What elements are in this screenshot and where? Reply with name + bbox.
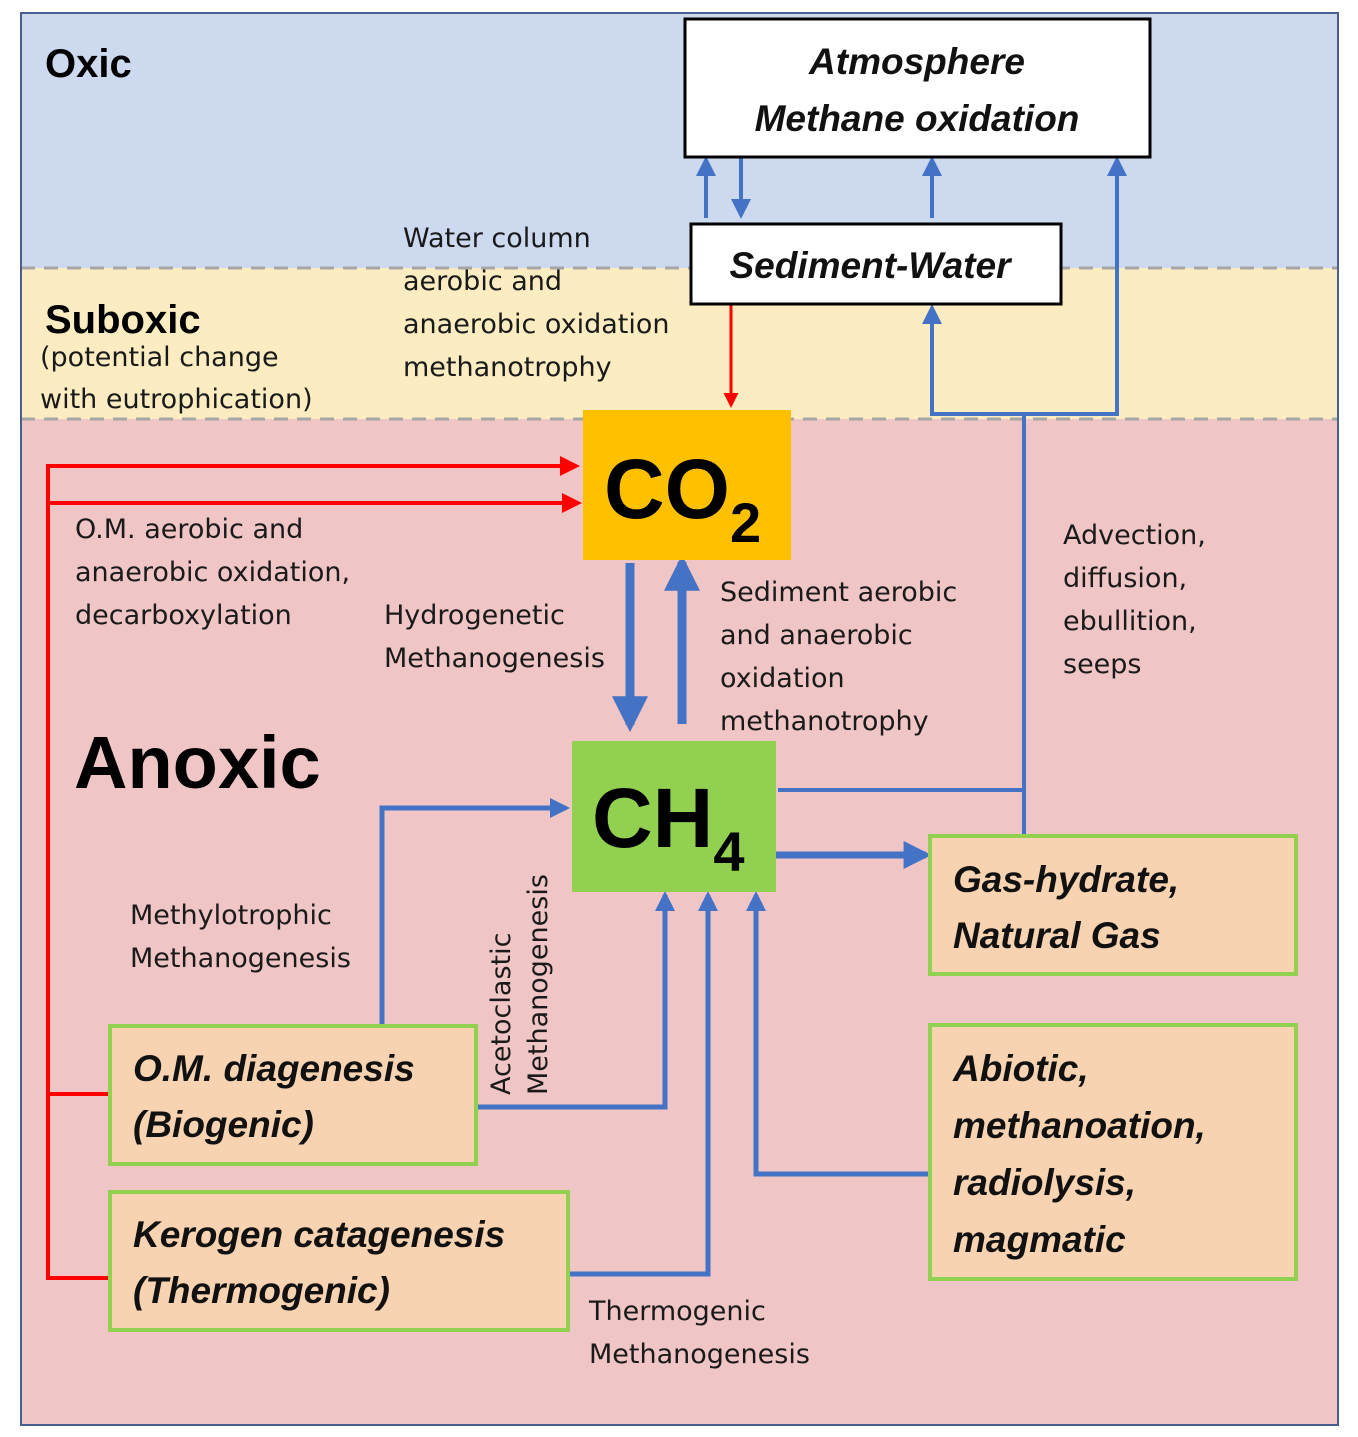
kerogen-label-line1: Kerogen catagenesis — [133, 1214, 505, 1255]
arrow-methylotrophic — [379, 798, 570, 1026]
sediment-water-box: Sediment-Water — [689, 222, 1063, 306]
svg-text:oxidation: oxidation — [720, 663, 845, 694]
svg-text:Thermogenic: Thermogenic — [588, 1296, 766, 1327]
svg-text:Methylotrophic: Methylotrophic — [130, 900, 332, 931]
svg-text:methanotrophy: methanotrophy — [720, 706, 929, 737]
svg-text:anaerobic oxidation,: anaerobic oxidation, — [75, 557, 350, 588]
advection-label: Advection, diffusion, ebullition, seeps — [1063, 520, 1206, 680]
om-oxidation-label: O.M. aerobic and anaerobic oxidation, de… — [75, 514, 350, 631]
svg-text:methanotrophy: methanotrophy — [403, 352, 612, 383]
abiotic-label-line3: radiolysis, — [953, 1162, 1136, 1203]
sediment-oxidation-label: Sediment aerobic and anaerobic oxidation… — [720, 577, 957, 737]
svg-text:Hydrogenetic: Hydrogenetic — [384, 600, 565, 631]
diagram-frame — [20, 12, 1339, 1426]
kerogen-catagenesis-box: Kerogen catagenesis (Thermogenic) — [108, 1190, 570, 1332]
gas-hydrate-box: Gas-hydrate, Natural Gas — [928, 834, 1298, 976]
hydrogenetic-methanogenesis-label: Hydrogenetic Methanogenesis — [384, 600, 605, 674]
co2-label: CO2 — [604, 442, 761, 554]
ch4-box: CH4 — [572, 741, 776, 892]
arrow-thermogenic — [570, 891, 718, 1277]
om-diagenesis-label-line2: (Biogenic) — [133, 1104, 314, 1145]
svg-text:seeps: seeps — [1063, 649, 1142, 680]
methane-oxidation-label: Methane oxidation — [755, 98, 1080, 139]
suboxic-note-line2: with eutrophication) — [40, 384, 313, 415]
svg-text:Acetoclastic: Acetoclastic — [486, 933, 517, 1095]
arrow-advection-to-atmosphere — [1024, 156, 1127, 416]
svg-text:ebullition,: ebullition, — [1063, 606, 1197, 637]
oxic-label: Oxic — [45, 42, 132, 86]
atmosphere-label: Atmosphere — [808, 41, 1025, 82]
abiotic-label-line2: methanoation, — [953, 1105, 1206, 1146]
svg-text:Methanogenesis: Methanogenesis — [130, 943, 351, 974]
atmosphere-box: Atmosphere Methane oxidation — [683, 17, 1152, 159]
anoxic-label: Anoxic — [74, 721, 321, 804]
abiotic-label-line1: Abiotic, — [952, 1048, 1089, 1089]
arrow-abiotic — [746, 891, 930, 1177]
gas-hydrate-label-line1: Gas-hydrate, — [953, 859, 1179, 900]
methylotrophic-methanogenesis-label: Methylotrophic Methanogenesis — [130, 900, 351, 974]
svg-text:anaerobic oxidation: anaerobic oxidation — [403, 309, 669, 340]
co2-box: CO2 — [583, 410, 791, 560]
abiotic-box: Abiotic, methanoation, radiolysis, magma… — [928, 1023, 1298, 1281]
svg-text:Methanogenesis: Methanogenesis — [523, 874, 554, 1095]
kerogen-label-line2: (Thermogenic) — [133, 1270, 390, 1311]
thermogenic-methanogenesis-label: Thermogenic Methanogenesis — [588, 1296, 810, 1370]
water-column-oxidation-label: Water column aerobic and anaerobic oxida… — [403, 223, 669, 383]
svg-text:Methanogenesis: Methanogenesis — [589, 1339, 810, 1370]
acetoclastic-methanogenesis-label: Acetoclastic Methanogenesis — [486, 874, 554, 1095]
ch4-label: CH4 — [592, 771, 744, 883]
svg-text:aerobic and: aerobic and — [403, 266, 562, 297]
red-om-oxidation-trunk — [46, 456, 580, 1280]
svg-text:Sediment aerobic: Sediment aerobic — [720, 577, 957, 608]
sediment-water-label: Sediment-Water — [730, 245, 1014, 286]
svg-text:O.M. aerobic and: O.M. aerobic and — [75, 514, 303, 545]
svg-text:and anaerobic: and anaerobic — [720, 620, 913, 651]
abiotic-label-line4: magmatic — [953, 1219, 1126, 1260]
svg-text:Advection,: Advection, — [1063, 520, 1206, 551]
suboxic-note-line1: (potential change — [40, 342, 279, 373]
suboxic-label: Suboxic — [45, 298, 201, 342]
svg-text:Methanogenesis: Methanogenesis — [384, 643, 605, 674]
svg-text:diffusion,: diffusion, — [1063, 563, 1187, 594]
om-diagenesis-box: O.M. diagenesis (Biogenic) — [108, 1024, 478, 1166]
om-diagenesis-label-line1: O.M. diagenesis — [133, 1048, 415, 1089]
arrow-acetoclastic — [478, 891, 675, 1110]
svg-text:decarboxylation: decarboxylation — [75, 600, 292, 631]
arrow-advection-to-sediment-water — [922, 304, 1026, 790]
gas-hydrate-label-line2: Natural Gas — [953, 915, 1161, 956]
svg-text:Water column: Water column — [403, 223, 591, 254]
